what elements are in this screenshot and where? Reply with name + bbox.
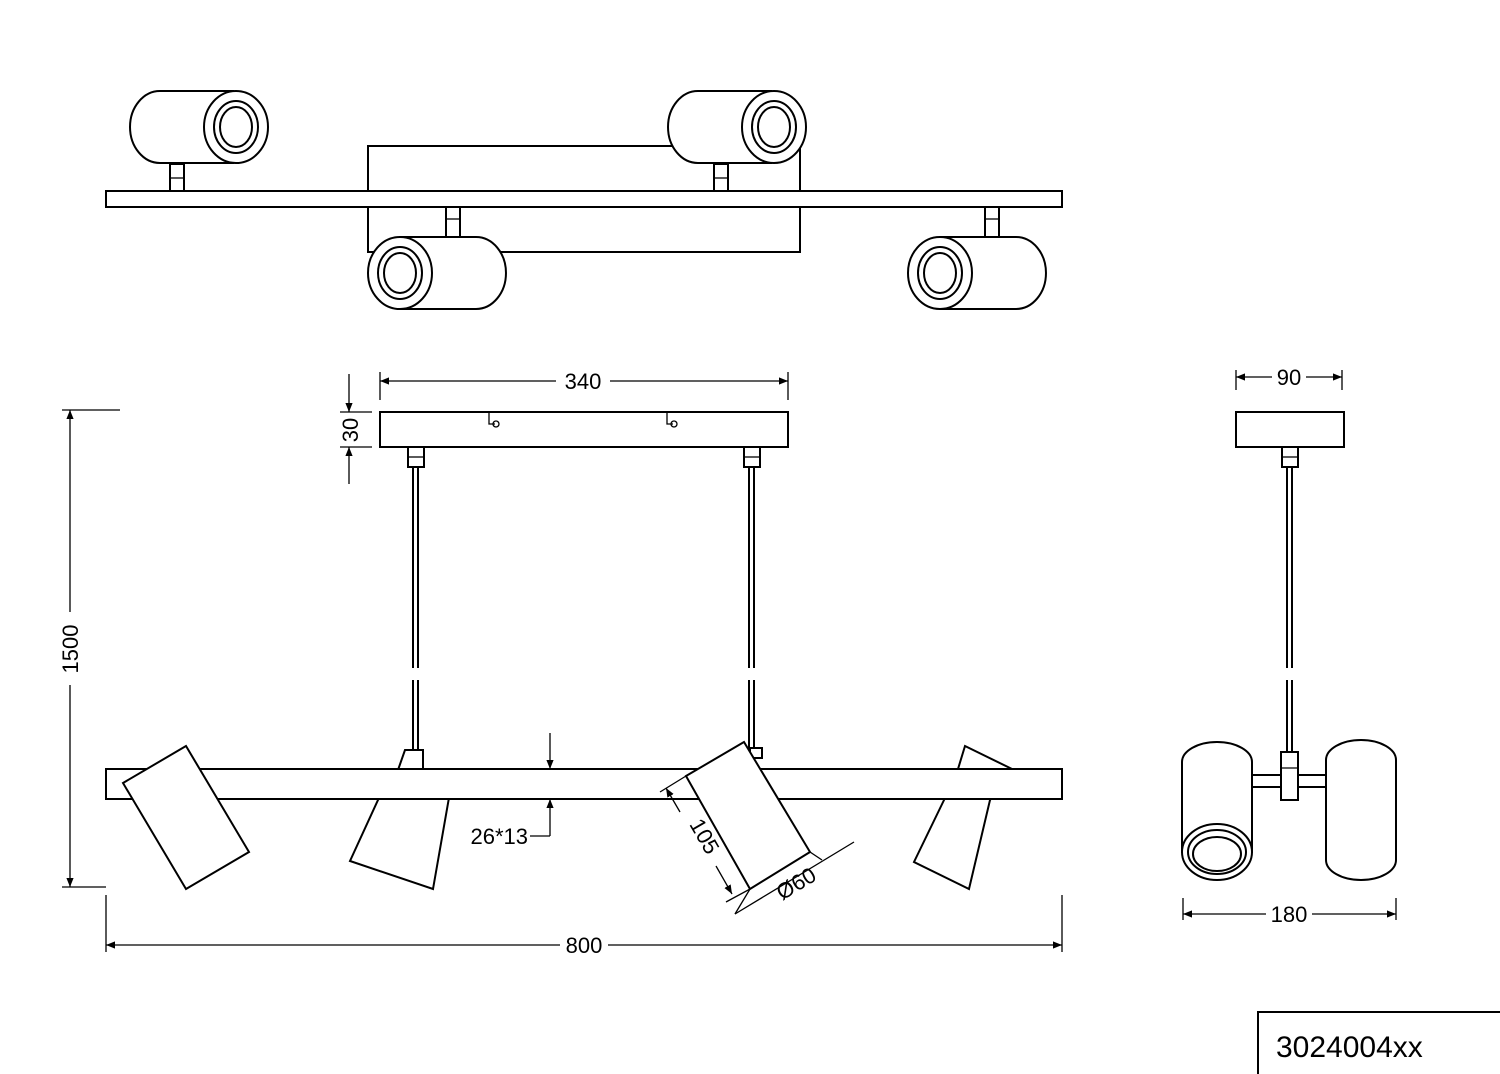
- side-spot-right: [1325, 739, 1397, 881]
- top-spot-4: [907, 206, 1047, 310]
- article-number-box: 3024004xx: [1257, 1011, 1500, 1074]
- front-view: [105, 411, 1063, 891]
- front-spot-1: [121, 744, 251, 891]
- dim-overall-length: 800: [566, 933, 603, 958]
- dim-overall-height: 1500: [58, 625, 83, 674]
- dim-canopy-length: 340: [565, 369, 602, 394]
- dim-canopy-depth: 90: [1277, 365, 1301, 390]
- dimensions: 340 30 1500 800 26*13 105 Ø60: [58, 365, 1397, 958]
- dim-bar-section: 26*13: [470, 824, 528, 849]
- side-view: [1181, 411, 1397, 881]
- top-spot-1: [129, 90, 269, 192]
- dim-overall-depth: 180: [1271, 902, 1308, 927]
- side-spot-left: [1181, 741, 1253, 881]
- article-number: 3024004xx: [1276, 1031, 1423, 1064]
- side-canopy: [1235, 411, 1345, 448]
- top-view-bar: [105, 190, 1063, 208]
- dim-canopy-height: 30: [338, 418, 363, 442]
- front-bar: [105, 768, 1063, 800]
- front-wire-right: [743, 446, 761, 750]
- front-spot-4: [912, 744, 1014, 891]
- top-spot-3: [367, 206, 507, 310]
- top-view: [105, 90, 1063, 310]
- top-spot-2: [667, 90, 807, 192]
- front-canopy: [379, 411, 789, 448]
- front-wire-left: [407, 446, 425, 750]
